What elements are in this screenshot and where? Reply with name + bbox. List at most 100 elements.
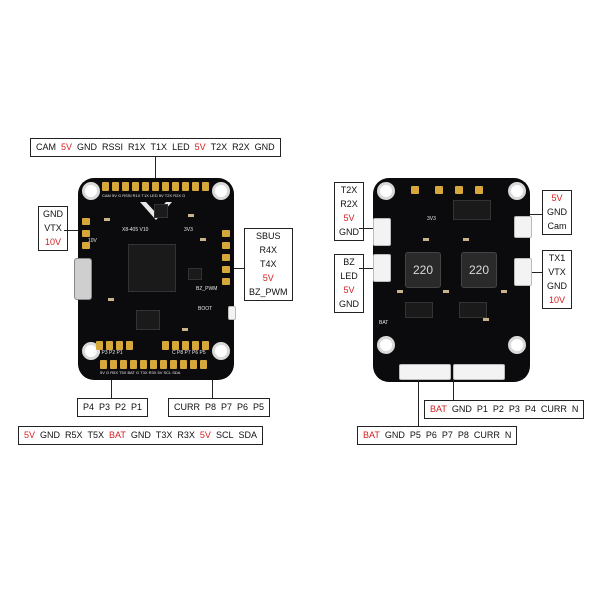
mount-hole	[212, 182, 230, 200]
pdb-left-top-pin-label: T2X R2X 5V GND	[334, 182, 364, 241]
fc-board: CAM 5V G RSSI R1X T1X LED 5V T2X R2X G 1…	[74, 178, 236, 380]
pin-label-item: T1X	[150, 142, 168, 152]
pin-label-item: P1	[476, 404, 488, 414]
pin-label-item: GND	[339, 299, 359, 309]
mount-hole	[508, 182, 526, 200]
leader-line	[111, 380, 112, 398]
pin-label-item: P4	[83, 402, 95, 412]
regulator-chip	[453, 200, 491, 220]
pin-label-item: BAT	[430, 404, 447, 414]
boot-button	[228, 306, 236, 320]
mount-hole	[508, 336, 526, 354]
small-chip	[188, 268, 202, 280]
pin-label-item: RSSI	[102, 142, 124, 152]
side-pad	[222, 278, 230, 285]
small-chip	[459, 302, 487, 318]
pin-label-item: R2X	[232, 142, 250, 152]
pin-label-item: R5X	[65, 430, 83, 440]
leader-line	[64, 230, 78, 231]
pdb-left-bottom-pin-label: BZ LED 5V GND	[334, 254, 364, 313]
side-pad	[222, 266, 230, 273]
pin-label-item: LED	[172, 142, 190, 152]
silk-10v: 10V	[88, 238, 97, 244]
jst-connector-left-top	[373, 218, 391, 246]
pin-label-item: BZ	[343, 257, 355, 267]
pin-label-item: P6	[237, 402, 249, 412]
pin-label-item: T4X	[260, 259, 277, 269]
pin-label-item: 5V	[199, 430, 211, 440]
pin-label-item: 10V	[44, 237, 61, 247]
side-pad	[82, 230, 90, 237]
pdb-board: 3V3 220 220 BAT	[373, 178, 532, 382]
pin-label-item: 5V	[194, 142, 206, 152]
pin-label-item: GND	[547, 207, 567, 217]
pin-label-item: GND	[384, 430, 405, 440]
pin-label-item: T2X	[340, 185, 358, 195]
pin-label-item: VTX	[44, 223, 62, 233]
silk-bottom-row: 5V G R5X T5X BAT G T3X R3X 5V SCL SDA	[100, 370, 181, 375]
pin-label-item: CURR	[473, 430, 500, 440]
pin-label-item: VTX	[548, 267, 566, 277]
pin-label-item: LED	[340, 271, 358, 281]
pin-label-item: TX1	[548, 253, 566, 263]
pin-label-item: GND	[254, 142, 275, 152]
small-chip	[405, 302, 433, 318]
pin-label-item: CURR	[174, 402, 200, 412]
pin-label-item: GND	[339, 227, 359, 237]
side-pad	[82, 242, 90, 249]
pin-label-item: R4X	[259, 245, 278, 255]
pin-label-item: P6	[425, 430, 437, 440]
side-pad	[222, 230, 230, 237]
leader-line	[212, 380, 213, 398]
pin-label-item: 5V	[343, 213, 355, 223]
silk-bz: BZ_PWM	[196, 286, 218, 292]
right-side-pin-label: SBUS R4X T4X 5V BZ_PWM	[244, 228, 293, 301]
silk-boot: BOOT	[198, 306, 213, 312]
pin-label-item: 5V	[343, 285, 355, 295]
pin-label-item: R3X	[177, 430, 195, 440]
leader-line	[359, 228, 373, 229]
osd-chip	[136, 310, 160, 330]
jst-connector-left-bottom	[373, 254, 391, 282]
side-pad	[222, 242, 230, 249]
mount-hole	[82, 342, 100, 360]
jst-connector-right-bottom	[514, 258, 532, 286]
silk-top-row: CAM 5V G RSSI R1X T1X LED 5V T2X R2X G	[102, 193, 186, 198]
pin-label-item: CAM	[36, 142, 56, 152]
leader-line	[530, 272, 542, 273]
pin-label-item: 5V	[24, 430, 36, 440]
silk-bottom-left: P4 P3 P2 P1	[94, 350, 123, 356]
pin-label-item: Cam	[547, 221, 567, 231]
pin-label-item: 5V	[61, 142, 73, 152]
side-pad	[82, 218, 90, 225]
jst-connector-right-top	[514, 216, 532, 238]
mount-hole	[212, 342, 230, 360]
inductor-1: 220	[405, 252, 441, 288]
pin-label-item: GND	[40, 430, 61, 440]
pin-label-item: P7	[441, 430, 453, 440]
pin-label-item: GND	[130, 430, 151, 440]
silk-3v3: 3V3	[427, 216, 436, 222]
pin-label-item: BZ_PWM	[249, 287, 288, 297]
pin-label-item: SBUS	[256, 231, 281, 241]
bottom-connector-left	[399, 364, 451, 380]
pin-label-item: P8	[205, 402, 217, 412]
pin-label-item: SDA	[238, 430, 257, 440]
pin-label-item: P7	[221, 402, 233, 412]
pin-label-item: R2X	[340, 199, 358, 209]
pin-label-item: 5V	[262, 273, 274, 283]
leader-line	[155, 156, 156, 178]
pin-label-item: N	[571, 404, 579, 414]
pin-label-item: P4	[524, 404, 536, 414]
pin-label-item: P1	[131, 402, 143, 412]
mcu-chip	[128, 244, 176, 292]
pin-label-item: T5X	[87, 430, 105, 440]
pin-label-item: SCL	[215, 430, 234, 440]
mount-hole	[377, 336, 395, 354]
silk-bat: BAT	[379, 320, 389, 326]
